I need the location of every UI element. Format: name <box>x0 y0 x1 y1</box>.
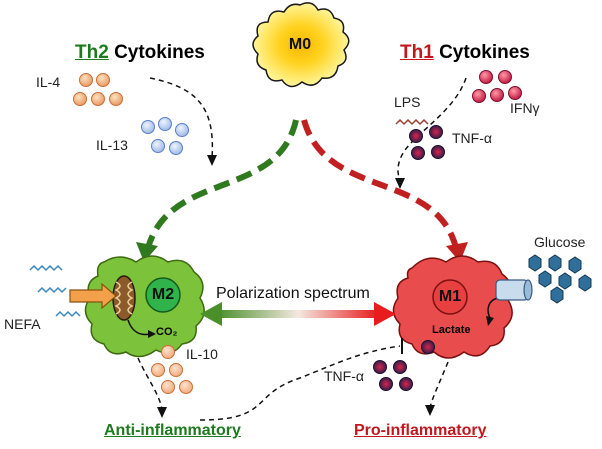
th2-label: Th2 <box>75 42 109 63</box>
nefa-squiggle-2 <box>37 286 67 294</box>
m0-cell <box>252 2 350 88</box>
tnf-alpha-label-bottom: TNF-α <box>324 368 364 384</box>
th2-cytokines-heading: Th2 Cytokines <box>75 42 205 64</box>
th1-cytokines-heading: Th1 Cytokines <box>400 42 530 64</box>
m0-label: M0 <box>288 36 312 53</box>
th1-dashed-arrow <box>397 77 467 181</box>
polarization-spectrum-label: Polarization spectrum <box>216 285 370 302</box>
th2-cytokines-label: Cytokines <box>114 42 205 63</box>
glucose-transporter <box>495 279 533 301</box>
il-10-molecules <box>151 345 193 394</box>
mitochondrion <box>112 275 136 321</box>
m0-to-m2-arrow <box>145 119 299 249</box>
m2-arrowhead <box>136 242 158 262</box>
nefa-squiggle-1 <box>29 264 63 272</box>
ifn-gamma-label: IFNγ <box>510 100 540 116</box>
m1-to-pro-inflammatory-arrow <box>429 361 449 409</box>
inhibition-line <box>199 345 401 421</box>
il-13-molecules <box>141 117 189 155</box>
m1-cell <box>392 255 513 359</box>
glucose-label: Glucose <box>534 234 586 250</box>
tnf-alpha-molecules-top <box>409 125 445 160</box>
glucose-molecules <box>528 254 592 304</box>
co2-label: CO₂ <box>156 326 178 338</box>
pro-inflammatory-label: Pro-inflammatory <box>354 422 487 439</box>
th1-cytokines-label: Cytokines <box>439 42 530 63</box>
lps-squiggle <box>395 118 429 126</box>
m2-label: M2 <box>151 286 175 303</box>
nefa-squiggle-3 <box>55 310 81 318</box>
il-13-label: IL-13 <box>96 137 128 153</box>
m2-cell <box>84 255 205 358</box>
tnf-alpha-label-top: TNF-α <box>452 130 492 146</box>
nefa-label: NEFA <box>4 316 41 332</box>
il-4-molecules <box>73 73 123 106</box>
nefa-transporter <box>69 282 117 310</box>
th1-label: Th1 <box>400 42 434 63</box>
m1-label: M1 <box>438 288 462 305</box>
il-10-label: IL-10 <box>186 346 218 362</box>
tnf-alpha-molecules-bottom <box>373 340 435 391</box>
lps-label: LPS <box>394 94 421 110</box>
m1-arrowhead <box>446 242 468 262</box>
th2-dashed-arrow <box>149 77 214 159</box>
m0-to-m1-arrow <box>301 119 459 249</box>
ifn-gamma-molecules <box>472 70 522 103</box>
il-4-label: IL-4 <box>36 74 61 90</box>
polarization-spectrum-arrow <box>200 302 396 326</box>
anti-inflammatory-label: Anti-inflammatory <box>104 422 241 439</box>
lactate-label: Lactate <box>432 324 471 336</box>
